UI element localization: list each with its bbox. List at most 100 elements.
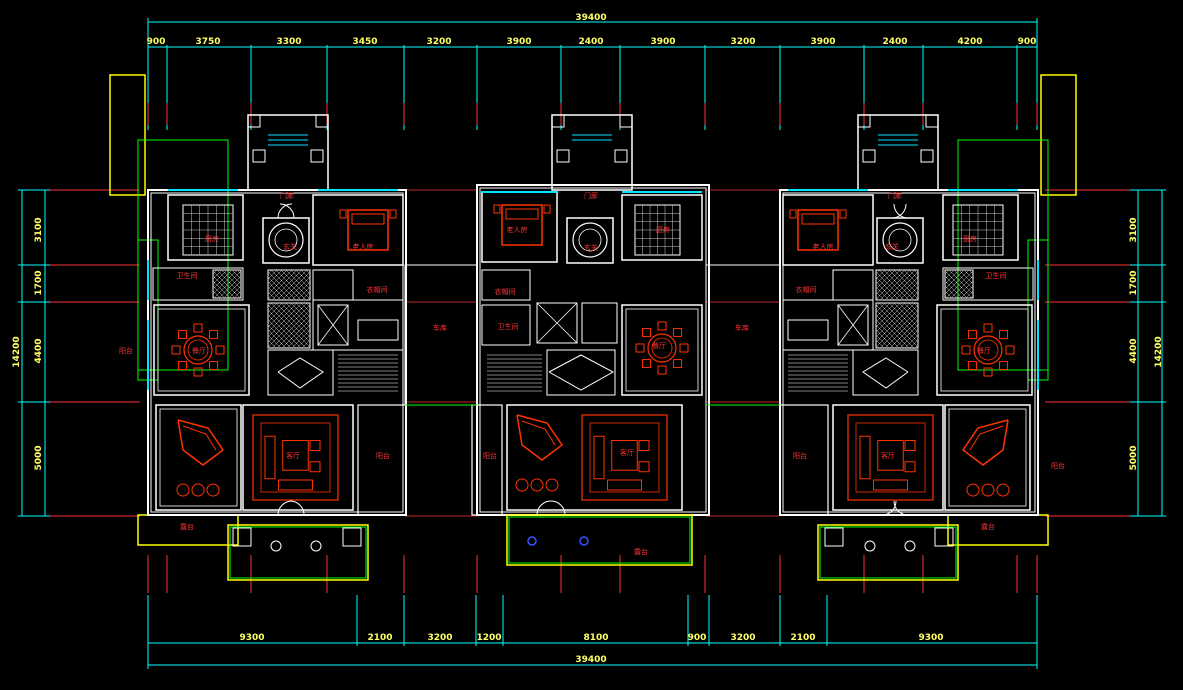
left-segment-dimension: 3100 [34,217,44,242]
armchair [904,440,916,451]
skylight-diamond [548,354,615,391]
living-rug-border [260,422,331,493]
living-rug-border [589,422,660,493]
floor-hatch-line [300,302,311,313]
floor-hatch-line [899,281,919,301]
room-label: 门廊 [584,191,598,200]
top-segment-dimension: 3750 [195,37,220,47]
piano-keys [182,425,217,451]
elevator-shaft [536,302,578,344]
armchair [638,440,650,451]
living-wall [506,404,683,511]
floor-hatch-line [875,302,891,318]
grand-piano [961,419,1009,466]
nightstand [839,209,847,219]
bathtub [357,319,399,341]
room-label: 客厅 [881,451,895,460]
stair-wall [312,299,404,351]
dining-chair [209,361,219,371]
front-terrace [227,524,369,581]
porch-column [310,149,324,163]
right-overall-dimension: 14200 [1154,336,1164,367]
storage-floor [267,269,311,301]
floor-hatch-line [884,314,919,349]
piano-keys [969,425,1004,451]
skylight-diamond [277,357,324,389]
floor-hatch-line [875,269,906,300]
bottom-segment-dimension: 1200 [476,633,501,643]
floor-hatch-line [875,286,890,301]
door-swing [893,203,909,219]
floor-hatch-line [267,291,277,301]
dining-chair [1005,345,1015,355]
floor-hatch-line [267,314,302,349]
top-segment-dimension: 3900 [810,37,835,47]
grand-piano [516,414,564,461]
floor-hatch-line [875,296,880,301]
piano-room-wall-inner [159,408,238,507]
floor-hatch-line [267,302,278,313]
floor-hatch-line [267,296,272,301]
floor-hatch-line [875,329,895,349]
top-segment-dimension: 3900 [506,37,531,47]
floor-hatch-line [875,334,890,349]
dining-table [973,335,1003,365]
room-label: 阳台 [793,451,807,460]
door-swing [289,500,305,516]
floor-hatch-line [878,302,919,343]
room-label: 阳台 [1051,461,1065,470]
dining-chair [177,361,187,371]
floor-hatch-line [271,269,303,301]
porch-column [619,114,633,128]
skylight-frame [852,349,919,396]
balcony-wall [471,404,503,516]
floor-hatch-line [212,270,241,299]
armchair-round [515,478,529,492]
floor-hatch-line [212,269,233,290]
nightstand [543,204,551,214]
armchair [309,461,321,473]
door-swing [277,203,293,219]
dining-chair [999,329,1009,339]
right-segment-dimension: 4400 [1129,338,1139,363]
room-label: 露台 [180,522,194,531]
elevator-shaft [317,304,349,346]
foyer-wall [262,217,310,264]
bed-pillows [505,208,539,220]
bathtub [787,319,829,341]
floor-hatch-line [291,329,311,349]
stair-wall [782,299,874,351]
floor-hatch-line [875,339,885,349]
bottom-segment-dimension: 3200 [730,633,755,643]
floor-hatch-line [267,304,311,348]
floor-hatch-line [894,324,919,349]
dining-wall-inner [625,308,699,392]
room-label: 阳台 [483,451,497,460]
bathroom-floor [212,269,242,299]
terrace-pillar [232,527,252,547]
floor-hatch-line [875,302,901,328]
dining-table [183,335,213,365]
floor-hatch-line [875,302,906,333]
front-terrace-inner [819,526,957,579]
floor-hatch-line [267,302,308,343]
floor-hatch-line [875,304,919,348]
floor-hatch-line [270,269,302,301]
dining-chair [967,329,977,339]
door-swing [277,500,293,516]
top-segment-dimension: 2400 [578,37,603,47]
living-wall [832,404,944,511]
sofa [264,435,276,480]
nightstand [789,209,797,219]
floor-hatch-line [212,295,216,299]
floor-hatch-line [875,291,885,301]
nightstand [493,204,501,214]
floor-hatch-line [875,269,891,285]
piano-stool [981,483,995,497]
piano-room-wall-inner [948,408,1027,507]
bathroom-floor [944,269,974,299]
top-segment-dimension: 4200 [957,37,982,47]
floor-hatch-line [875,302,911,338]
room-label: 车库 [735,323,749,332]
dining-chair [641,359,651,369]
